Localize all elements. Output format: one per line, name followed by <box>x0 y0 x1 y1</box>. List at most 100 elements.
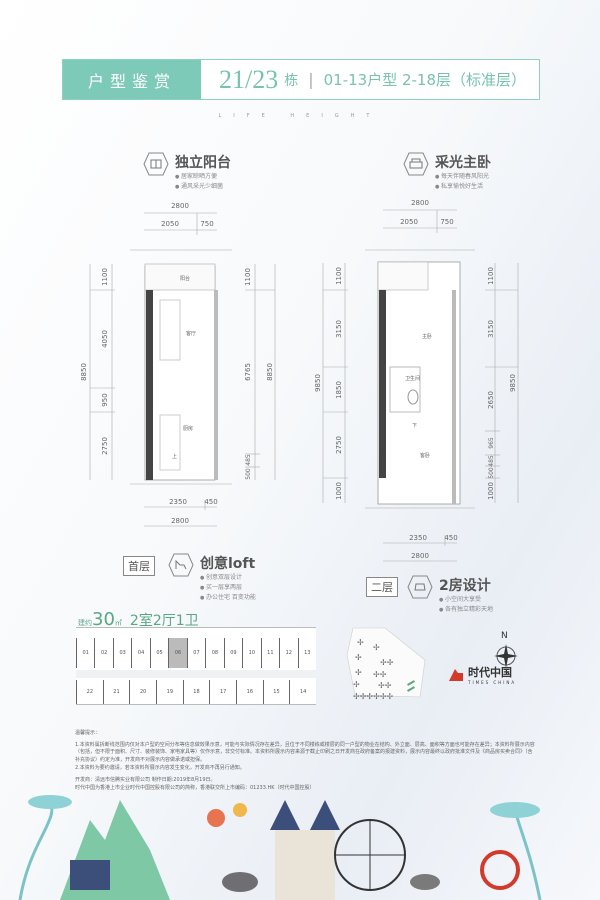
tagline: LIFE HEIGHT <box>218 113 382 119</box>
dimension-label: 2800 <box>171 517 189 525</box>
room-label: 下 <box>412 423 417 429</box>
svg-text:✢: ✢ <box>355 653 362 662</box>
dimension-label: 2800 <box>411 199 429 207</box>
keyplan-unit-21: 21 <box>102 680 130 704</box>
feature-bedroom: 采光主卧 每天伴随春风阳光私享愉悦好生活 <box>403 152 491 192</box>
dimension-label: 950 <box>101 393 109 406</box>
building-number: 21/23 <box>219 64 279 94</box>
dimension-label: 500 <box>488 467 495 479</box>
developer-info: 开发商：清远市信腾实业有限公司 制作日期:2019年8月19日。 <box>75 776 216 783</box>
feature-loft: 创意loft 创意双层设计买一层享两层办公住宅 百变功能 <box>168 553 256 603</box>
room-label: 上 <box>172 453 177 460</box>
dimension-label: 2800 <box>411 552 429 560</box>
keyplan-unit-18: 18 <box>182 680 210 704</box>
keyplan-unit-19: 19 <box>156 680 183 704</box>
hot-air-balloon-icon <box>233 803 247 817</box>
area-unit: ㎡ <box>114 619 122 627</box>
feature-two-rooms: 2房设计 小空间大享受各有独立精彩天地 <box>407 575 493 615</box>
elephant-icon <box>222 872 258 892</box>
plan2-walls <box>377 261 461 505</box>
amusement-park-illustration <box>18 795 542 900</box>
keyplan-unit-15: 15 <box>262 680 290 704</box>
dimension-label: 750 <box>200 220 213 228</box>
plan1-dimension-lines <box>89 212 276 527</box>
dimension-label: 2050 <box>400 218 418 226</box>
dimension-total: 9850 <box>509 374 517 392</box>
bed-icon <box>403 152 429 176</box>
hot-air-balloon-icon <box>207 809 225 827</box>
compass-north-label: N <box>501 631 508 641</box>
feature-bullet: 创意双层设计 <box>200 574 242 581</box>
svg-text:✢✢✢✢✢✢: ✢✢✢✢✢✢ <box>353 692 394 700</box>
disclaimer-notes: 温馨提示： 1.本资料属拆断线范围内仅对本户型的空间分布等信息做效果示意，可能与… <box>75 730 535 794</box>
feature-bullet: 各有独立精彩天地 <box>439 606 493 613</box>
room-layout: 2室2厅1卫 <box>129 613 199 629</box>
feature-title: 创意loft <box>200 556 256 572</box>
dimension-label: 1100 <box>487 267 495 285</box>
keyplan-unit-16: 16 <box>236 680 263 704</box>
keyplan-unit-22: 22 <box>76 680 103 704</box>
dimension-label: 1100 <box>101 268 109 286</box>
roller-coaster-icon <box>480 850 520 890</box>
feature-bullet: 小空间大享受 <box>439 596 481 603</box>
dimension-label: 2350 <box>409 534 427 542</box>
dimension-label: 2750 <box>335 436 343 454</box>
keyplan-unit-20: 20 <box>129 680 156 704</box>
plan2-dimension-lines <box>322 209 519 562</box>
divider: | <box>308 70 314 89</box>
dimension-label: 2650 <box>487 391 495 409</box>
floor-label-second: 二层 <box>366 577 398 597</box>
dimension-label: 450 <box>444 534 457 542</box>
dimension-label: 485 <box>245 454 252 466</box>
feature-bullet: 买一层享两层 <box>200 584 242 591</box>
feature-bullet: 居家晾晒方便 <box>175 173 217 180</box>
area-value: 30 <box>92 609 115 630</box>
svg-text:✢: ✢ <box>373 643 380 652</box>
feature-bullet: 办公住宅 百变功能 <box>200 594 256 601</box>
note-item: 2.本资料为要约邀请，若本资料所展示内容发生变化，开发商不再另行通知。 <box>75 765 245 771</box>
dimension-label: 500 <box>245 468 252 480</box>
dimension-label: 965 <box>488 437 495 449</box>
dimension-label: 6765 <box>244 363 252 381</box>
dimension-total: 8850 <box>266 363 274 381</box>
svg-text:✢✢: ✢✢ <box>380 658 394 667</box>
room-label: 卫生间 <box>405 375 420 382</box>
area-prefix: 建约 <box>78 619 92 627</box>
dimension-label: 1000 <box>335 482 343 500</box>
svg-text:✢: ✢ <box>355 668 362 677</box>
feature-title: 2房设计 <box>439 578 491 594</box>
floor-label-first: 首层 <box>123 556 155 576</box>
keyplan-unit-07: 07 <box>186 638 205 668</box>
palm-tree-icon <box>18 799 54 900</box>
svg-text:✢: ✢ <box>353 680 360 689</box>
dimension-label: 2050 <box>161 220 179 228</box>
brand-english: TIMES CHINA <box>468 680 517 685</box>
svg-text:✢✢: ✢✢ <box>378 681 392 690</box>
carousel-illustration <box>70 860 110 890</box>
svg-text:✢: ✢ <box>357 638 364 647</box>
times-china-logo-icon <box>449 668 463 681</box>
keyplan-unit-01: 01 <box>76 638 94 668</box>
keyplan-unit-09: 09 <box>223 638 242 668</box>
feature-balcony: 独立阳台 居家晾晒方便通风采光少细菌 <box>143 152 231 192</box>
dimension-label: 1100 <box>335 267 343 285</box>
dimension-label: 485 <box>488 455 495 467</box>
dimension-label: 1850 <box>335 381 343 399</box>
dimension-label: 450 <box>204 498 217 506</box>
plan1-walls <box>144 263 218 481</box>
page-title: 户型鉴赏 <box>63 60 201 99</box>
room-label: 主卧 <box>422 333 432 340</box>
keyplan-unit-10: 10 <box>242 638 260 668</box>
unit-type: 01-13户型 2-18层（标准层） <box>323 71 527 89</box>
dimension-label: 2350 <box>169 498 187 506</box>
room-label: 客厅 <box>186 330 196 337</box>
keyplan-unit-03: 03 <box>112 638 131 668</box>
dimension-label: 4050 <box>101 330 109 348</box>
keyplan-unit-02: 02 <box>94 638 112 668</box>
room-label: 厨房 <box>183 425 193 432</box>
feature-bullet: 私享愉悦好生活 <box>435 183 483 190</box>
keyplan-unit-08: 08 <box>205 638 223 668</box>
dimension-total: 9850 <box>314 374 322 392</box>
rhino-icon <box>410 874 440 890</box>
